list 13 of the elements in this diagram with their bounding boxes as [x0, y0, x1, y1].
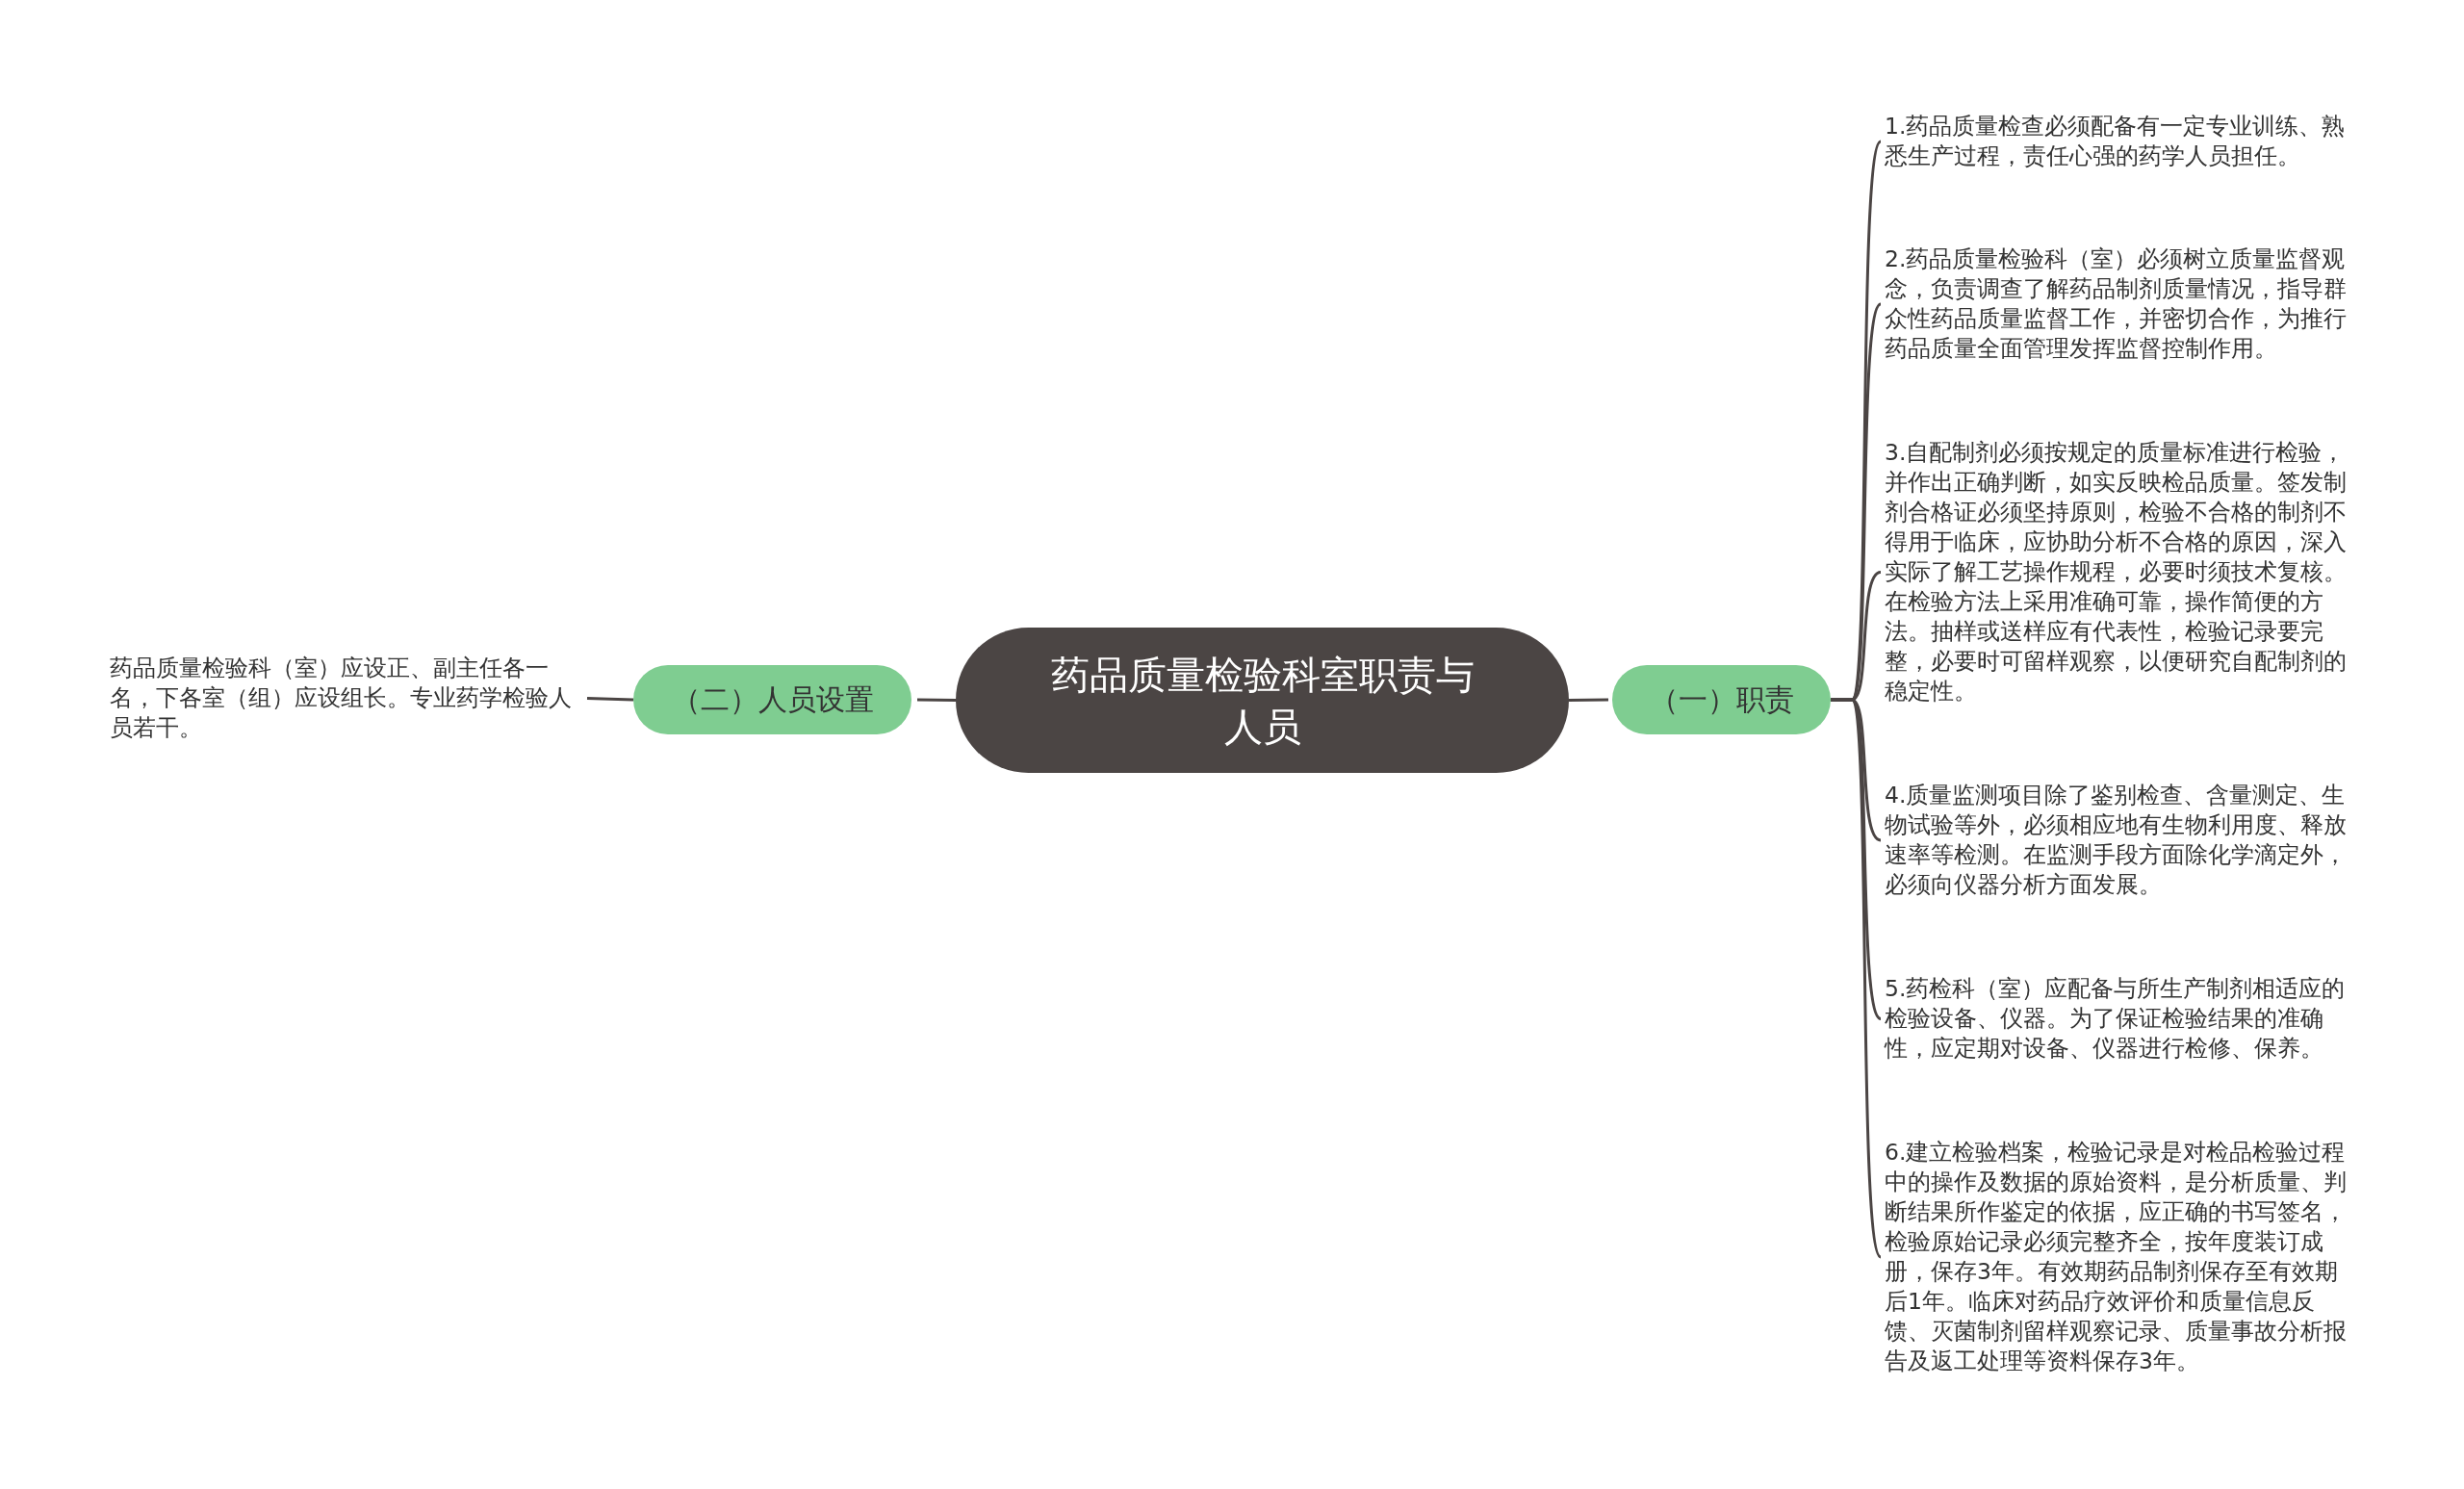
branch-pill: （二）人员设置: [633, 665, 911, 734]
connector-line: [586, 697, 634, 702]
leaf-text: 1.药品质量检查必须配备有一定专业训练、熟悉生产过程，责任心强的药学人员担任。: [1885, 112, 2358, 171]
leaf-text: 3.自配制剂必须按规定的质量标准进行检验，并作出正确判断，如实反映检品质量。签发制剂合格证必须坚持原则，检验不合格的制剂不得用于临床，应协助分析不合格的原因，深入实际了解工艺操作规程，必要时须技术复核。在检验方法上采用准确可靠，操作简便的方法。抽样或送样应有代表性，检验记录要完整，必要时可留样观察，以便研究自配制剂的稳定性。: [1885, 438, 2358, 706]
leaf-text: 6.建立检验档案，检验记录是对检品检验过程中的操作及数据的原始资料，是分析质量、判断结果所作鉴定的依据，应正确的书写签名，检验原始记录必须完整齐全，按年度装订成册，保存3年。有效期药品制剂保存至有效期后1年。临床对药品疗效评价和质量信息反馈、灭菌制剂留样观察记录、质量事故分析报告及返工处理等资料保存3年。: [1885, 1138, 2358, 1376]
leaf-text: 2.药品质量检验科（室）必须树立质量监督观念，负责调查了解药品制剂质量情况，指导群众性药品质量监督工作，并密切合作，为推行药品质量全面管理发挥监督控制作用。: [1885, 244, 2358, 364]
topic-pill: 药品质量检验科室职责与人员: [956, 628, 1569, 773]
leaf-text: 4.质量监测项目除了鉴别检查、含量测定、生物试验等外，必须相应地有生物利用度、释放速率等检测。在监测手段方面除化学滴定外，必须向仪器分析方面发展。: [1885, 781, 2358, 900]
leaf-text: 药品质量检验科（室）应设正、副主任各一名，下各室（组）应设组长。专业药学检验人员若干。: [110, 654, 581, 743]
connector-line: [1568, 698, 1609, 702]
connector-line: [916, 698, 957, 702]
branch-pill: （一）职责: [1612, 665, 1831, 734]
leaf-text: 5.药检科（室）应配备与所生产制剂相适应的检验设备、仪器。为了保证检验结果的准确性，应定期对设备、仪器进行检修、保养。: [1885, 974, 2358, 1064]
